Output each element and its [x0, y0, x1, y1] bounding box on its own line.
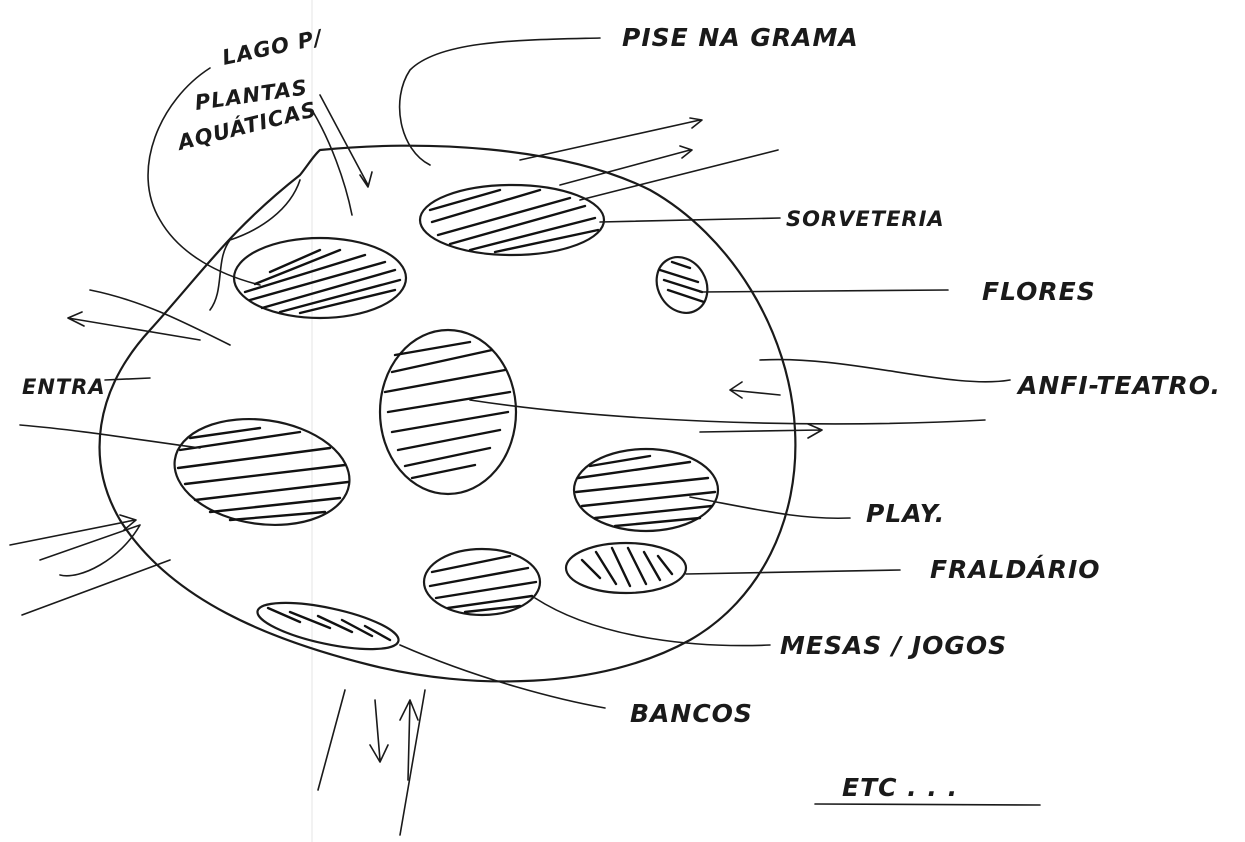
label-entrada: ENTRA — [22, 375, 106, 399]
label-sorveteria: SORVETERIA — [786, 207, 945, 231]
label-fraldario: FRALDÁRIO — [930, 555, 1101, 584]
label-pise-na-grama: PISE NA GRAMA — [622, 23, 859, 52]
label-bancos: BANCOS — [630, 699, 753, 728]
zone-anfiteatro — [380, 330, 516, 494]
zone-bancos — [254, 593, 402, 658]
leader-lines — [148, 38, 1040, 805]
zone-play — [574, 449, 718, 531]
labels: LAGO P/ PLANTAS AQUÁTICAS PISE NA GRAMA … — [22, 23, 1221, 802]
label-play: PLAY. — [866, 499, 945, 528]
zone-mesas-jogos — [424, 549, 540, 615]
zone-lago — [234, 238, 406, 318]
zone-fraldario — [566, 543, 686, 593]
label-etc: ETC . . . — [842, 773, 958, 802]
label-flores: FLORES — [982, 277, 1096, 306]
zone-flores — [647, 248, 718, 322]
label-lago: LAGO P/ — [220, 25, 326, 70]
plaza-outline — [100, 146, 796, 682]
label-mesas-jogos: MESAS / JOGOS — [780, 631, 1007, 660]
label-anfiteatro: ANFI-TEATRO. — [1016, 371, 1221, 400]
zone-entrada-area — [168, 408, 357, 535]
zone-sorveteria — [420, 185, 604, 255]
